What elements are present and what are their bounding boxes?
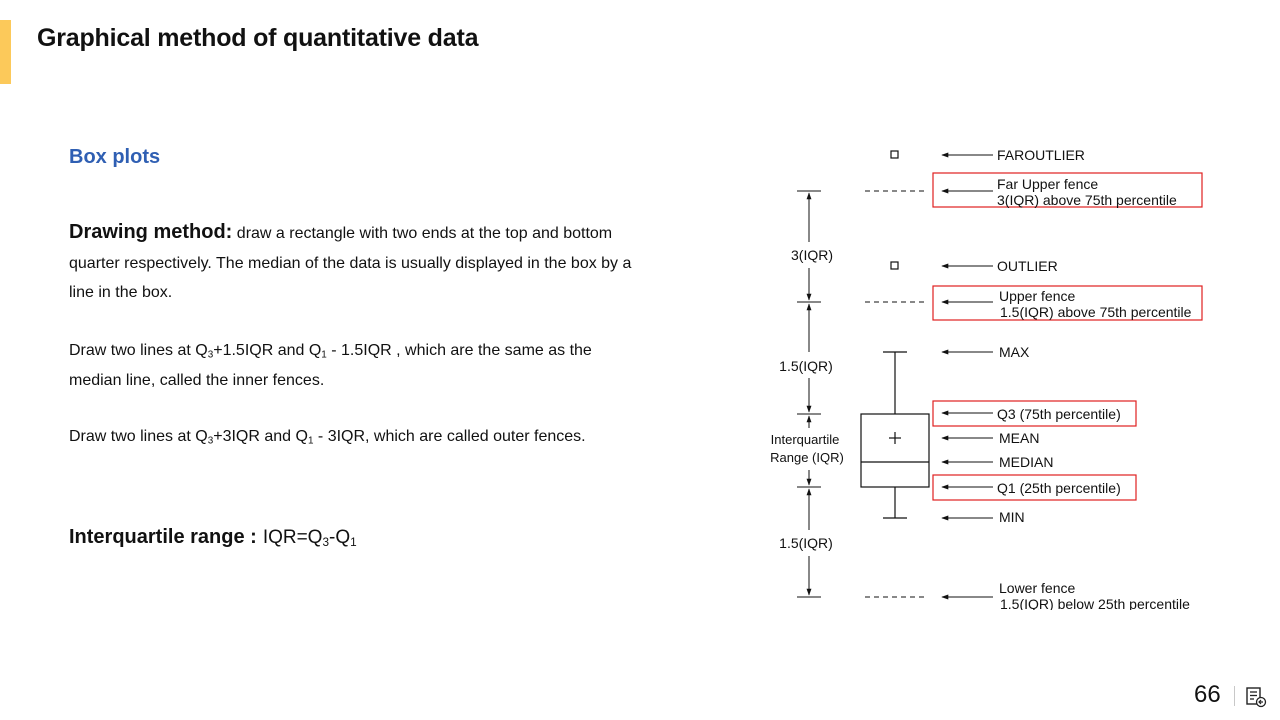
title-accent-bar: [0, 20, 11, 84]
q1-label: Q1 (25th percentile): [997, 480, 1121, 496]
inner-fences-text: Draw two lines at Q: [69, 342, 208, 359]
dim-interquartile-label-2: Range (IQR): [770, 450, 844, 465]
outer-fences-sub-q1: 1: [307, 435, 314, 447]
iqr-formula-part: IQR=Q: [262, 527, 323, 548]
iqr-formula: IQR=Q3-Q1: [263, 527, 357, 548]
iqr-sub-q3: 3: [322, 535, 330, 549]
upper-fence-label-2: 1.5(IQR) above 75th percentile: [1000, 304, 1192, 320]
iqr-lead: Interquartile range :: [69, 526, 257, 548]
outlier-marker: [890, 261, 899, 270]
footer-divider: [1234, 686, 1235, 706]
inner-fences-sub-q3: 3: [207, 349, 214, 361]
far-upper-fence-label-1: Far Upper fence: [997, 176, 1098, 192]
drawing-method-lead: Drawing method:: [69, 221, 233, 243]
q3-label: Q3 (75th percentile): [997, 406, 1121, 422]
q3-highlight: [932, 400, 1137, 427]
inner-fences-text: +1.5IQR and Q: [213, 342, 322, 359]
far-outlier-label: FAROUTLIER: [997, 147, 1085, 163]
far-outlier-marker: [890, 150, 899, 159]
iqr-formula-line: Interquartile range :IQR=Q3-Q1: [69, 526, 357, 549]
dim-interquartile-label-1: Interquartile: [771, 432, 840, 447]
min-label: MIN: [999, 509, 1025, 525]
iqr-box: [860, 413, 930, 488]
section-heading: Box plots: [69, 146, 161, 168]
q1-highlight: [932, 474, 1137, 501]
iqr-sub-q1: 1: [350, 535, 357, 549]
dim-15iqr-lower-label: 1.5(IQR): [779, 535, 833, 551]
far-upper-fence-highlight: [932, 172, 1203, 208]
upper-fence-highlight: [932, 285, 1203, 321]
inner-fences-paragraph: Draw two lines at Q3+1.5IQR and Q1 - 1.5…: [69, 336, 639, 395]
outer-fences-text: +3IQR and Q: [213, 428, 308, 445]
mean-label: MEAN: [999, 430, 1039, 446]
upper-fence-label-1: Upper fence: [999, 288, 1075, 304]
inner-fences-text: - 1.5IQR , which are the same as the med…: [69, 342, 592, 389]
page-number: 66: [1194, 681, 1221, 708]
far-upper-fence-label-2: 3(IQR) above 75th percentile: [997, 192, 1177, 208]
median-label: MEDIAN: [999, 454, 1053, 470]
dim-3iqr-label: 3(IQR): [791, 247, 833, 263]
outer-fences-paragraph: Draw two lines at Q3+3IQR and Q1 - 3IQR,…: [69, 422, 639, 452]
outer-fences-text: Draw two lines at Q: [69, 428, 208, 445]
lower-fence-label-1: Lower fence: [999, 580, 1075, 596]
slide-notes-icon[interactable]: [1245, 686, 1267, 708]
page-title: Graphical method of quantitative data: [37, 24, 479, 52]
outer-fences-text: - 3IQR, which are called outer fences.: [313, 428, 586, 445]
inner-fences-sub-q1: 1: [321, 349, 327, 361]
outlier-label: OUTLIER: [997, 258, 1058, 274]
box-plot-diagram: 3(IQR) 1.5(IQR) Interquartile Range (IQR…: [770, 147, 1203, 610]
lower-fence-label-2: 1.5(IQR) below 25th percentile: [1000, 596, 1190, 610]
iqr-formula-part: -Q: [329, 527, 351, 548]
drawing-method-paragraph: Drawing method: draw a rectangle with tw…: [69, 218, 639, 308]
outer-fences-sub-q3: 3: [207, 435, 214, 447]
max-label: MAX: [999, 344, 1030, 360]
dim-15iqr-upper-label: 1.5(IQR): [779, 358, 833, 374]
drawing-method-text: draw a rectangle with two ends at the to…: [69, 225, 632, 301]
